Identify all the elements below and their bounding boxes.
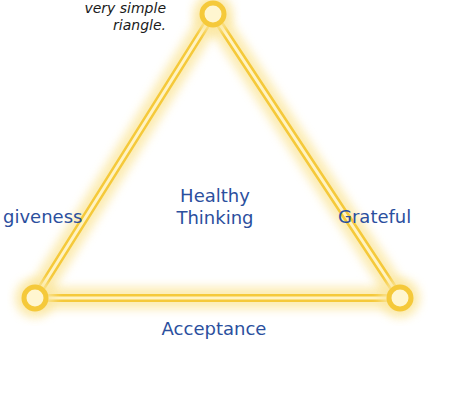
center-text: Healthy Thinking [160, 185, 270, 228]
intro-text: very simple riangle. [68, 0, 166, 34]
vertex-label: giveness [3, 206, 82, 228]
vertex-label: Acceptance [162, 318, 267, 340]
triangle-node: Healthy Thinking [20, 2, 420, 314]
glowing-triangle [20, 2, 420, 314]
vertex-label: Grateful [338, 206, 411, 228]
